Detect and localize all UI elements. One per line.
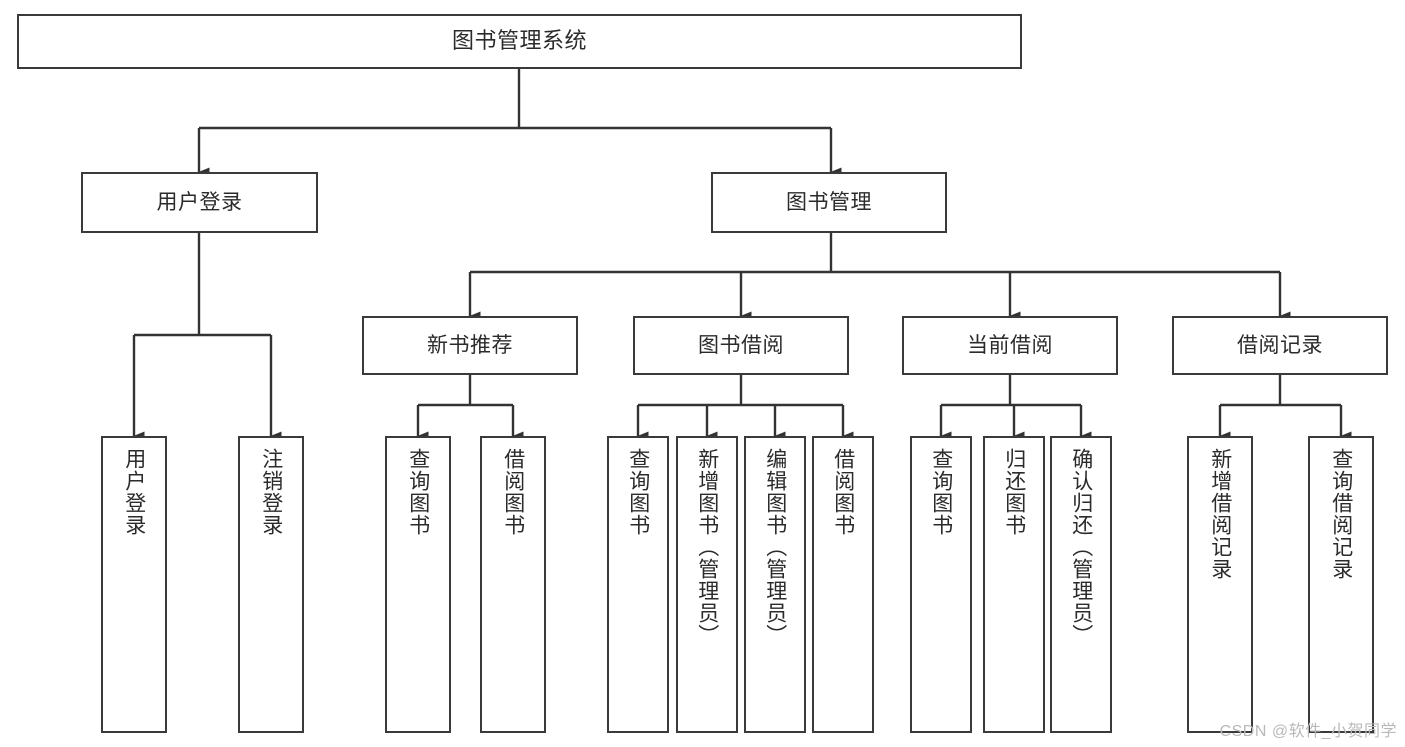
- node-label: 查询借阅记录: [1329, 448, 1353, 580]
- node-label: 注销登录: [259, 448, 283, 536]
- node-book-manage[interactable]: 图书管理: [711, 172, 947, 233]
- node-label: 新增图书（管理员）: [695, 448, 719, 646]
- node-label: 当前借阅: [967, 333, 1053, 357]
- node-label: 归还图书: [1002, 448, 1026, 536]
- node-root-system[interactable]: 图书管理系统: [17, 14, 1022, 69]
- node-label: 确认归还（管理员）: [1069, 448, 1093, 646]
- node-label: 借阅图书: [831, 448, 855, 536]
- leaf-borrow-book-2[interactable]: 借阅图书: [812, 436, 874, 733]
- leaf-confirm-return-admin[interactable]: 确认归还（管理员）: [1050, 436, 1112, 733]
- node-label: 查询图书: [929, 448, 953, 536]
- node-borrow-record[interactable]: 借阅记录: [1172, 316, 1388, 375]
- node-label: 查询图书: [406, 448, 430, 536]
- node-label: 查询图书: [626, 448, 650, 536]
- leaf-user-login-do[interactable]: 用户登录: [101, 436, 167, 733]
- leaf-query-book-3[interactable]: 查询图书: [910, 436, 972, 733]
- leaf-return-book[interactable]: 归还图书: [983, 436, 1045, 733]
- node-label: 用户登录: [122, 448, 146, 536]
- leaf-add-book-admin[interactable]: 新增图书（管理员）: [676, 436, 738, 733]
- leaf-borrow-book-1[interactable]: 借阅图书: [480, 436, 546, 733]
- node-current-borrow[interactable]: 当前借阅: [902, 316, 1118, 375]
- node-label: 新书推荐: [427, 333, 513, 357]
- node-label: 图书借阅: [698, 333, 784, 357]
- node-label: 借阅记录: [1237, 333, 1323, 357]
- leaf-query-book-1[interactable]: 查询图书: [385, 436, 451, 733]
- node-book-borrow[interactable]: 图书借阅: [633, 316, 849, 375]
- node-label: 借阅图书: [501, 448, 525, 536]
- watermark-csdn: CSDN @软件_小贺同学: [1219, 723, 1397, 740]
- leaf-query-book-2[interactable]: 查询图书: [607, 436, 669, 733]
- node-label: 新增借阅记录: [1208, 448, 1232, 580]
- leaf-add-borrow-record[interactable]: 新增借阅记录: [1187, 436, 1253, 733]
- node-label: 图书管理系统: [451, 28, 587, 54]
- leaf-user-logout[interactable]: 注销登录: [238, 436, 304, 733]
- node-label: 图书管理: [786, 190, 872, 214]
- node-new-book-recommend[interactable]: 新书推荐: [362, 316, 578, 375]
- node-user-login[interactable]: 用户登录: [81, 172, 318, 233]
- leaf-edit-book-admin[interactable]: 编辑图书（管理员）: [744, 436, 806, 733]
- node-label: 编辑图书（管理员）: [763, 448, 787, 646]
- node-label: 用户登录: [156, 190, 243, 214]
- leaf-query-borrow-record[interactable]: 查询借阅记录: [1308, 436, 1374, 733]
